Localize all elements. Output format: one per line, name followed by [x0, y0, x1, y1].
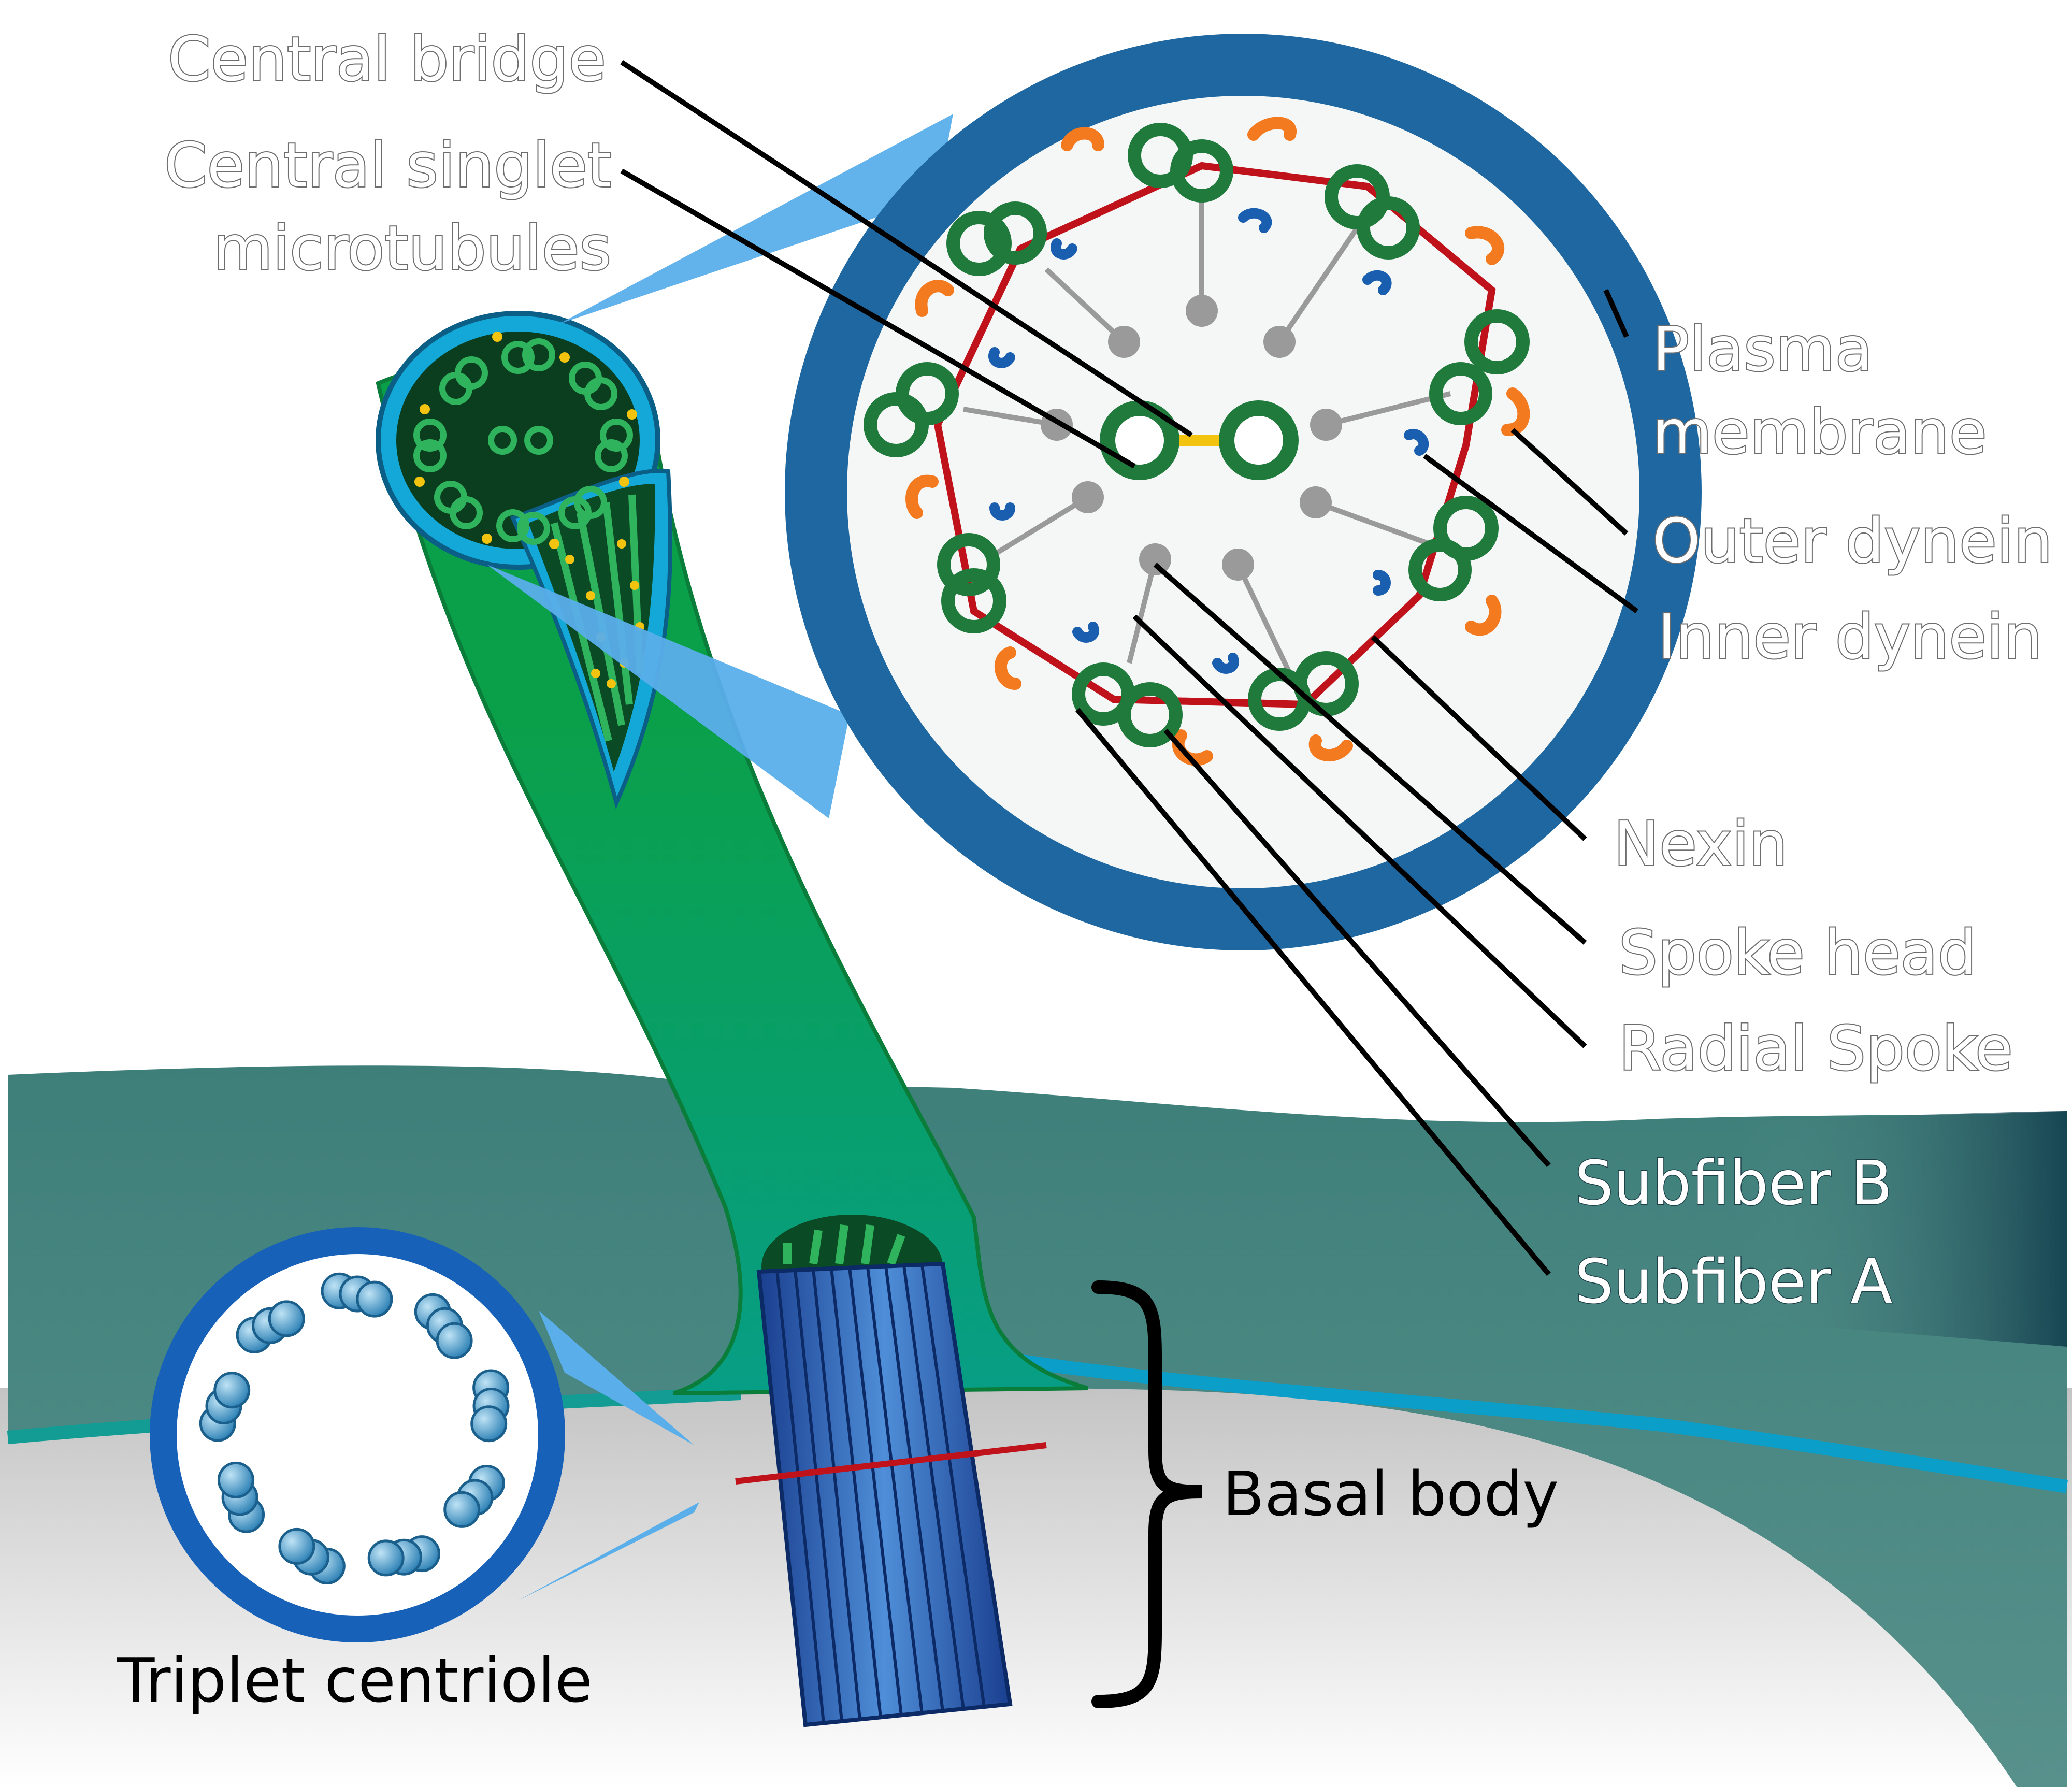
basal-body-section-line — [735, 1442, 1047, 1485]
centriole-beads — [199, 1272, 510, 1584]
central-singlet-left — [1100, 400, 1179, 480]
centriole-bead — [367, 1539, 405, 1577]
label-plasma-membrane-1: Plasma — [1652, 313, 1873, 385]
tip-axoneme — [413, 338, 633, 545]
label-basal-body: Basal body — [1222, 1458, 1559, 1530]
basal-body-top-tubes — [783, 1224, 905, 1265]
centriole-bead — [217, 1461, 254, 1498]
zoom-wedge-basal-upper — [539, 1310, 694, 1445]
axoneme-interior — [847, 96, 1639, 888]
label-radial-spoke: Radial Spoke — [1619, 1013, 2013, 1084]
triplet-centriole-inset — [150, 1227, 565, 1642]
basal-body-brace — [1091, 1280, 1202, 1708]
zoom-wedge-lower — [487, 565, 850, 818]
centriole-bead — [213, 1372, 251, 1409]
centriole-bead — [436, 1322, 473, 1359]
centriole-bead — [356, 1280, 393, 1318]
basal-body-tube-lines — [775, 1264, 986, 1724]
label-outer-dynein: Outer dynein — [1652, 505, 2052, 577]
outer-doublets — [864, 123, 1530, 747]
axoneme-cross-section — [785, 34, 1702, 950]
cell-membrane-line-right — [962, 1345, 2068, 1493]
label-nexin: Nexin — [1614, 808, 1788, 880]
label-subfiber-b: Subfiber B — [1575, 1147, 1892, 1219]
centriole-bead — [443, 1491, 481, 1528]
centriole-bead — [470, 1405, 508, 1443]
zoom-wedge-basal-lower — [518, 1502, 699, 1601]
label-spoke-head: Spoke head — [1619, 917, 1977, 988]
outer-dynein-arms — [905, 117, 1530, 766]
label-plasma-membrane-2: membrane — [1652, 396, 1987, 468]
zoom-wedge-upper — [559, 114, 953, 324]
tip-axoneme-dynein — [414, 332, 637, 549]
basal-body — [735, 1215, 1047, 1727]
central-singlet-right — [1219, 400, 1299, 480]
centriole-bead — [278, 1527, 315, 1565]
label-inner-dynein: Inner dynein — [1658, 601, 2042, 672]
radial-spokes — [963, 202, 1451, 675]
label-central-singlet-2: microtubules — [213, 212, 611, 284]
label-central-bridge: Central bridge — [168, 23, 606, 95]
cell-layer-shade — [1347, 1111, 2067, 1347]
basal-body-barrel — [756, 1261, 1013, 1727]
leader-lines — [620, 60, 1638, 1276]
label-subfiber-a: Subfiber A — [1575, 1246, 1892, 1317]
centriole-bead — [268, 1300, 305, 1337]
label-triplet-centriole: Triplet centriole — [117, 1645, 593, 1716]
inner-dynein-arms — [988, 208, 1429, 674]
label-central-singlet-1: Central singlet — [164, 129, 611, 201]
